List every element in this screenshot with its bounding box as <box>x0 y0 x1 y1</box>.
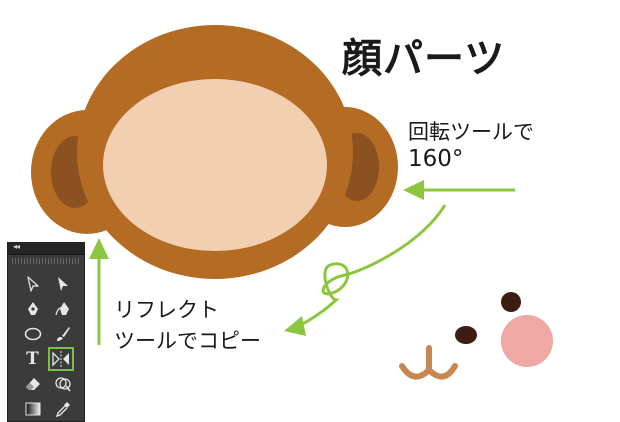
paintbrush-tool[interactable] <box>50 323 75 345</box>
rotate-arrow-head <box>403 180 424 200</box>
curvature-tool[interactable] <box>50 298 75 320</box>
reflect-tool-icon <box>52 351 69 367</box>
shape-builder-tool[interactable] <box>50 373 75 395</box>
eraser-icon <box>25 378 40 390</box>
shape-builder-icon <box>54 377 71 392</box>
curly-arrow-line <box>294 204 447 329</box>
tools-panel-grip[interactable] <box>12 258 80 264</box>
type-tool[interactable]: T <box>20 348 45 370</box>
eye-lower <box>455 326 477 344</box>
pen-tool[interactable] <box>20 298 45 320</box>
monkey-face <box>103 79 327 251</box>
reflect-arrow-head <box>89 238 109 259</box>
ellipse-tool[interactable] <box>20 323 45 345</box>
paintbrush-icon <box>56 327 70 341</box>
cheek <box>501 315 553 367</box>
ellipse-icon <box>24 327 41 341</box>
rotate-note-line1: 回転ツールで <box>408 120 534 144</box>
type-tool-icon: T <box>26 349 39 369</box>
curvature-pen-icon <box>54 302 69 316</box>
gradient-icon <box>25 402 40 416</box>
collapse-panel-icon[interactable]: ◂◂ <box>13 242 20 251</box>
page-title: 顔パーツ <box>342 36 506 82</box>
direct-selection-icon <box>26 276 39 292</box>
eyedropper-icon <box>55 402 70 417</box>
rotate-note-line2: 160° <box>408 146 464 172</box>
gradient-tool[interactable] <box>20 398 45 420</box>
reflect-note-line1: リフレクト <box>114 298 219 322</box>
reflect-tool[interactable] <box>48 347 74 371</box>
reflect-note-line2: ツールでコピー <box>114 329 261 353</box>
pen-icon <box>27 302 38 315</box>
mouth <box>399 345 458 380</box>
eyedropper-tool[interactable] <box>50 398 75 420</box>
selection-tool[interactable] <box>50 273 75 295</box>
tools-panel-header[interactable]: ◂◂ <box>8 242 84 255</box>
direct-selection-tool[interactable] <box>20 273 45 295</box>
tools-panel: ◂◂ T <box>7 242 85 422</box>
eraser-tool[interactable] <box>20 373 45 395</box>
selection-icon <box>57 277 68 291</box>
curly-arrow-head <box>284 316 306 336</box>
eye-upper <box>501 292 521 312</box>
